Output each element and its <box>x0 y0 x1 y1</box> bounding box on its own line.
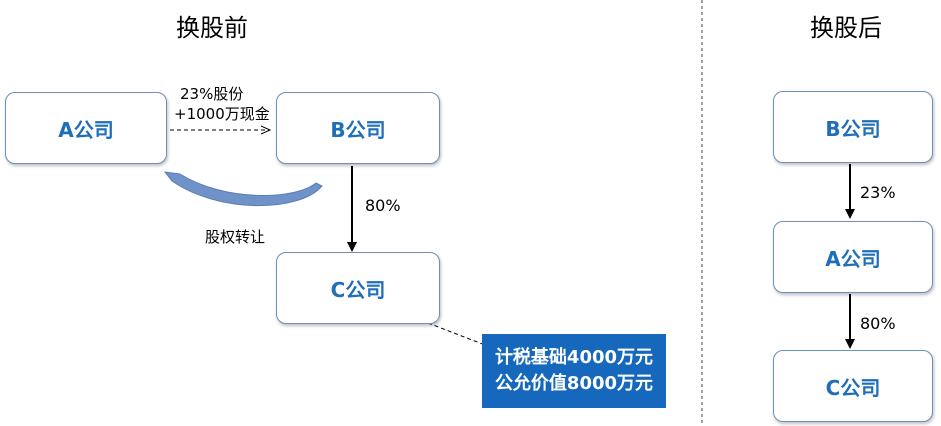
consideration-line1: 23%股份 <box>180 85 244 103</box>
before-company-c-label: C公司 <box>330 277 386 302</box>
transfer-label: 股权转让 <box>205 228 266 246</box>
after-company-a: A公司 <box>773 221 933 293</box>
before-company-c: C公司 <box>276 252 440 324</box>
before-company-b-label: B公司 <box>330 117 386 142</box>
after-company-b-label: B公司 <box>825 116 881 141</box>
note-line2: 公允价值8000万元 <box>494 373 654 394</box>
tax-basis-note: 计税基础4000万元 公允价值8000万元 <box>482 334 666 408</box>
after-b-to-a-percent: 23% <box>860 183 896 202</box>
before-title: 换股前 <box>176 14 248 42</box>
before-company-a: A公司 <box>5 92 167 164</box>
equity-transfer-curved-arrow <box>163 171 323 207</box>
after-company-c-label: C公司 <box>825 375 881 400</box>
after-a-to-c-percent: 80% <box>860 314 896 333</box>
after-company-a-label: A公司 <box>825 246 881 271</box>
after-title: 换股后 <box>810 14 882 42</box>
b-to-c-percent: 80% <box>365 196 401 215</box>
before-company-b: B公司 <box>276 92 440 164</box>
note-leader-line <box>427 322 486 346</box>
before-company-a-label: A公司 <box>58 117 114 142</box>
note-line1: 计税基础4000万元 <box>494 347 654 368</box>
after-company-c: C公司 <box>773 350 933 422</box>
consideration-line2: +1000万现金 <box>174 105 270 123</box>
after-company-b: B公司 <box>773 91 933 163</box>
